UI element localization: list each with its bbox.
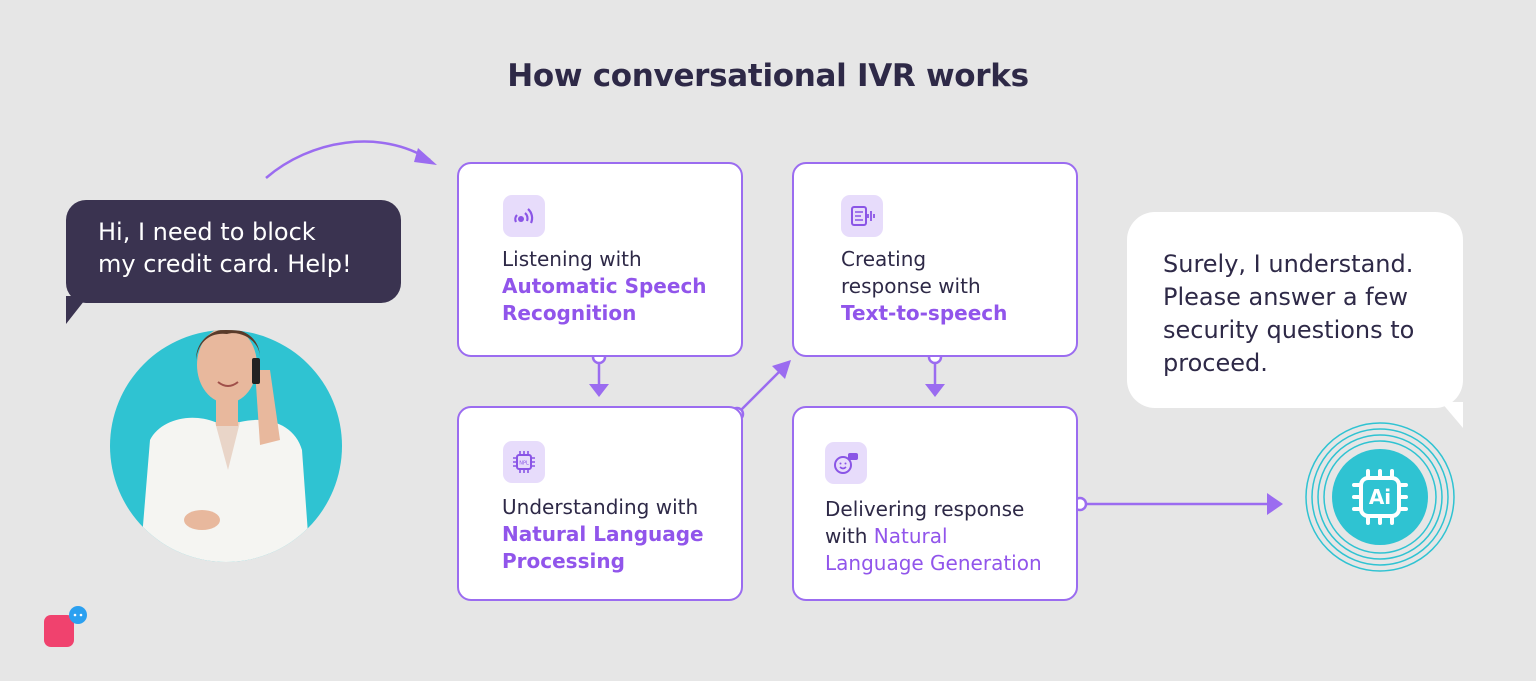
user-bubble-line2: my credit card. Help! — [98, 250, 352, 278]
npl-chip-icon: NPL — [503, 441, 545, 483]
caller-avatar — [110, 330, 342, 562]
page-title: How conversational IVR works — [507, 58, 1029, 94]
ai-badge: Ai — [1304, 421, 1456, 573]
bot-speech-bubble: Surely, I understand. Please answer a fe… — [1127, 212, 1463, 428]
step-delivering-text: Delivering response with Natural Languag… — [825, 497, 1042, 575]
bot-bubble-line3: security questions to — [1163, 316, 1415, 344]
ai-chip-icon: Ai — [1305, 422, 1455, 572]
step-card-creating: Creating response with Text-to-speech — [792, 162, 1078, 357]
bot-bubble-line1: Surely, I understand. — [1163, 250, 1414, 278]
ai-label: Ai — [1369, 485, 1391, 509]
brand-logo-icon — [44, 606, 87, 647]
bot-bubble-line4: proceed. — [1163, 349, 1268, 377]
step-card-understanding: NPL Understanding with Natural Language … — [457, 406, 743, 601]
step-understanding-text: Understanding with Natural Language Proc… — [502, 495, 704, 573]
step-card-delivering: Delivering response with Natural Languag… — [792, 406, 1078, 601]
user-speech-bubble: Hi, I need to block my credit card. Help… — [66, 200, 401, 324]
svg-text:NPL: NPL — [519, 461, 529, 467]
text-audio-icon — [841, 195, 883, 237]
bot-bubble-line2: Please answer a few — [1163, 283, 1409, 311]
step-card-listening: Listening with Automatic Speech Recognit… — [457, 162, 743, 357]
arrow-understand-to-create — [740, 370, 781, 411]
curved-arrow — [265, 140, 431, 179]
step-creating-text: Creating response with Text-to-speech — [841, 247, 1008, 325]
smiley-chat-icon — [825, 442, 867, 484]
woman-on-phone-icon — [140, 330, 310, 562]
step-listening-text: Listening with Automatic Speech Recognit… — [502, 247, 707, 325]
user-bubble-line1: Hi, I need to block — [98, 218, 316, 246]
speech-wave-icon — [503, 195, 545, 237]
